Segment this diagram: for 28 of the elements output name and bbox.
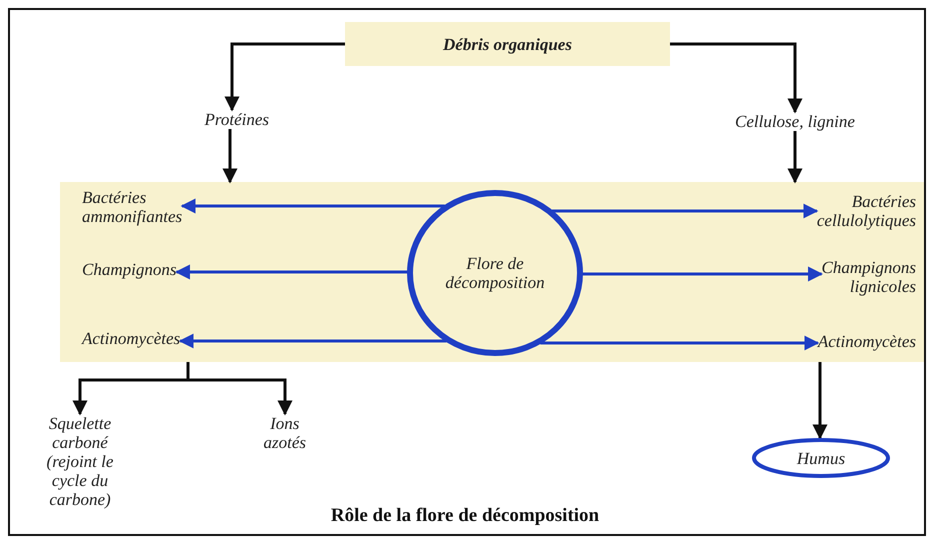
node-text: Bactéries cellulolytiques [816, 192, 916, 230]
node-text: Actinomycètes [82, 329, 180, 348]
arrow [174, 264, 408, 280]
arrow [222, 129, 238, 184]
node-text: Protéines [204, 110, 270, 129]
arrow [186, 362, 292, 416]
node-text: Squelette carboné (rejoint le cycle du carbone) [46, 414, 114, 509]
node-text: Humus [796, 448, 846, 468]
process-box [345, 22, 670, 66]
arrow [552, 204, 818, 218]
node-text: Champignons lignicoles [822, 258, 916, 296]
arrow [224, 42, 345, 112]
background-band [60, 182, 924, 362]
arrow [540, 336, 820, 350]
node-text: Champignons [82, 260, 176, 279]
arrow [178, 334, 446, 348]
arrow [812, 362, 828, 440]
arrow [788, 131, 802, 184]
caption: Rôle de la flore de décomposition [330, 505, 600, 527]
node-text: Cellulose, lignine [735, 112, 855, 131]
node-text: Actinomycètes [818, 332, 916, 351]
arrow [582, 266, 824, 282]
node-text: Bactéries ammonifiantes [82, 188, 182, 226]
node-text: Ions azotés [264, 414, 306, 452]
node-text: Flore de décomposition [444, 254, 546, 292]
arrow [670, 42, 802, 114]
node-text: Débris organiques [443, 34, 572, 54]
arrow [180, 198, 445, 214]
